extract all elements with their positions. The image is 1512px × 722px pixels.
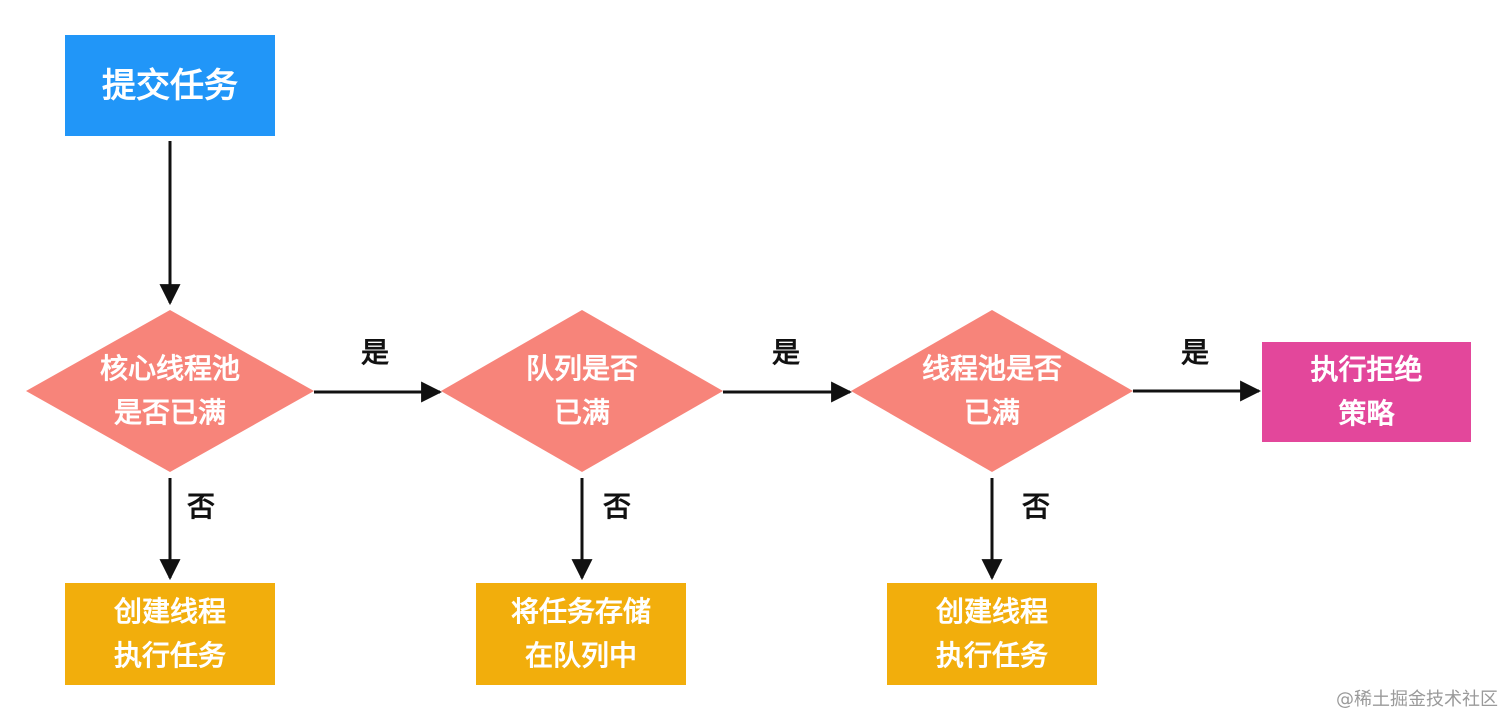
edge-label-core-no: 否	[187, 490, 216, 523]
node-create-thread-1: 创建线程 执行任务	[65, 583, 275, 685]
edge-label-queue-yes: 是	[772, 336, 801, 369]
decision-core-pool-full-line-2: 是否已满	[113, 396, 226, 429]
decision-pool-shape	[851, 310, 1133, 472]
decision-pool-full: 线程池是否 已满	[851, 310, 1133, 472]
node-create-thread-2-line-1: 创建线程	[935, 595, 1048, 628]
node-create-thread-2: 创建线程 执行任务	[887, 583, 1097, 685]
edge-label-pool-yes: 是	[1181, 336, 1210, 369]
decision-pool-full-line-1: 线程池是否	[921, 352, 1062, 385]
node-store-in-queue-line-1: 将任务存储	[510, 595, 651, 628]
decision-queue-full-line-1: 队列是否	[525, 352, 638, 385]
decision-core-pool-shape	[26, 310, 314, 472]
decision-core-pool-full-line-1: 核心线程池	[99, 352, 240, 385]
decision-queue-shape	[441, 310, 723, 472]
node-submit-task: 提交任务	[65, 35, 275, 136]
node-store-in-queue: 将任务存储 在队列中	[476, 583, 686, 685]
decision-core-pool-full: 核心线程池 是否已满	[26, 310, 314, 472]
node-submit-task-line-1: 提交任务	[102, 65, 238, 106]
edge-label-pool-no: 否	[1022, 490, 1051, 523]
edge-label-core-yes: 是	[361, 336, 390, 369]
decision-pool-full-line-2: 已满	[963, 396, 1020, 429]
node-create-thread-1-line-2: 执行任务	[113, 639, 226, 672]
node-create-thread-2-line-2: 执行任务	[935, 639, 1048, 672]
node-reject-policy-line-2: 策略	[1338, 397, 1395, 430]
edge-label-queue-no: 否	[603, 490, 632, 523]
node-create-thread-1-line-1: 创建线程	[113, 595, 226, 628]
watermark-text: @稀土掘金技术社区	[1336, 689, 1498, 710]
node-store-in-queue-line-2: 在队列中	[524, 639, 637, 672]
node-reject-policy: 执行拒绝 策略	[1262, 342, 1471, 442]
node-reject-policy-line-1: 执行拒绝	[1310, 353, 1423, 386]
decision-queue-full: 队列是否 已满	[441, 310, 723, 472]
decision-queue-full-line-2: 已满	[553, 396, 610, 429]
